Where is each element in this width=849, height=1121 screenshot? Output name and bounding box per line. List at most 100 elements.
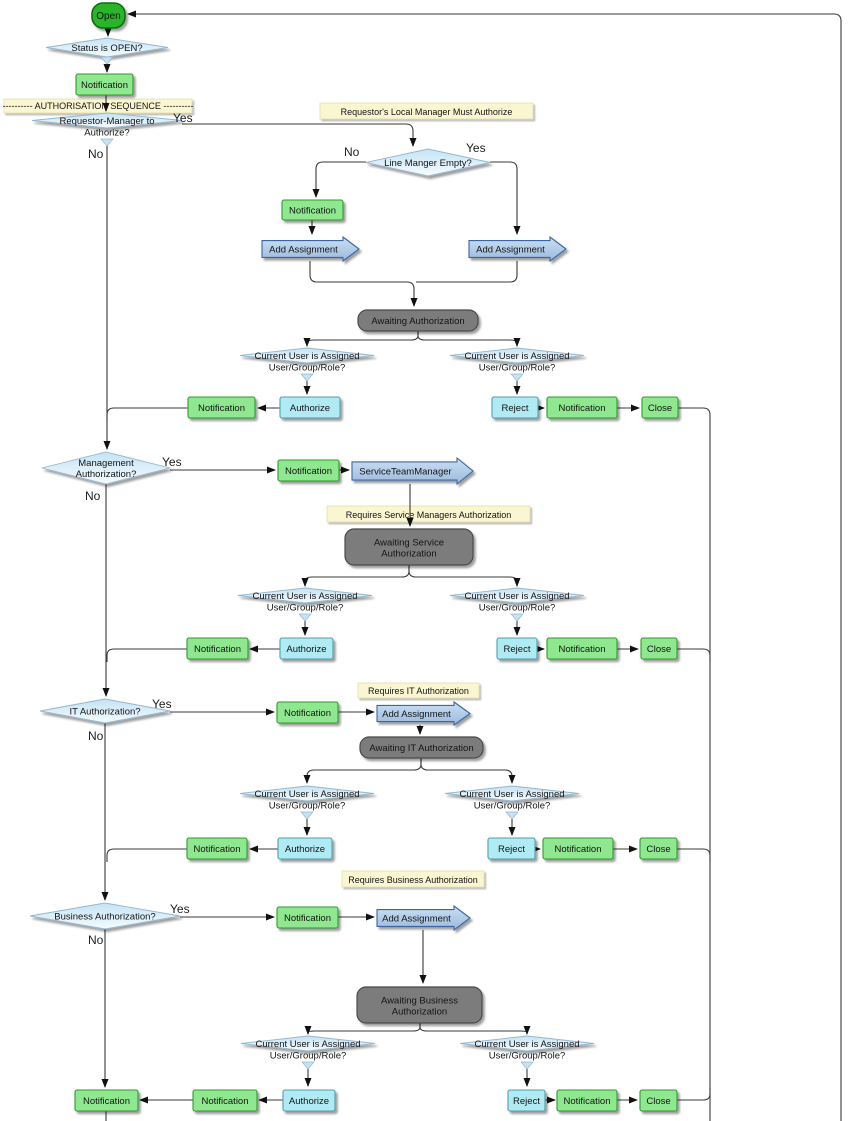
close-business[interactable]: Close — [639, 1089, 678, 1112]
notification-authorize-auth[interactable]: Notification — [187, 396, 256, 419]
action-reject-auth[interactable]: Reject — [491, 396, 539, 419]
note-it[interactable]: Requires IT Authorization — [357, 682, 480, 699]
notification-business[interactable]: Notification — [276, 906, 339, 929]
status-awaiting-it[interactable]: Awaiting IT Authorization — [359, 736, 484, 759]
notification-authorize-service[interactable]: Notification — [186, 637, 249, 660]
note-business[interactable]: Requires Business Authorization — [341, 870, 485, 888]
svg-text:User/Group/Role?: User/Group/Role? — [479, 603, 556, 614]
action-authorize-auth[interactable]: Authorize — [279, 396, 341, 419]
svg-text:Reject: Reject — [498, 844, 525, 855]
svg-text:Notification: Notification — [559, 403, 606, 414]
decision-line-manager[interactable]: Line Manger Empty? — [365, 148, 491, 177]
action-reject-business[interactable]: Reject — [507, 1089, 546, 1112]
svg-text:Business Authorization?: Business Authorization? — [54, 912, 155, 923]
action-authorize-it[interactable]: Authorize — [277, 837, 333, 860]
assignment-it[interactable]: Add Assignment — [376, 700, 471, 727]
notification-management[interactable]: Notification — [277, 459, 340, 482]
action-authorize-business[interactable]: Authorize — [282, 1089, 336, 1112]
start-open[interactable]: Open — [91, 2, 126, 29]
notification-line-manager[interactable]: Notification — [281, 199, 344, 221]
svg-text:Awaiting Authorization: Awaiting Authorization — [371, 316, 464, 327]
notification-authorize-it[interactable]: Notification — [186, 837, 248, 860]
svg-text:Authorize: Authorize — [285, 844, 325, 855]
svg-text:Authorization: Authorization — [392, 1007, 447, 1018]
notification-open[interactable]: Notification — [75, 73, 134, 96]
notification-reject-business[interactable]: Notification — [556, 1089, 618, 1112]
notification-reject-auth[interactable]: Notification — [546, 396, 618, 419]
label-no-requestor-manager: No — [88, 147, 104, 161]
note-authorisation-sequence[interactable]: ---------- AUTHORISATION SEQUENCE ------… — [3, 98, 194, 114]
svg-text:Close: Close — [646, 844, 670, 855]
svg-text:Awaiting Service: Awaiting Service — [374, 538, 444, 549]
edge-awaiting-biz-split-left — [304, 1023, 421, 1035]
close-it[interactable]: Close — [639, 837, 678, 860]
action-reject-service[interactable]: Reject — [496, 637, 538, 660]
decision-it-auth[interactable]: IT Authorization? — [39, 698, 171, 724]
svg-text:Requestor-Manager to: Requestor-Manager to — [59, 116, 154, 127]
svg-text:Add Assignment: Add Assignment — [476, 245, 545, 256]
svg-text:Status is OPEN?: Status is OPEN? — [71, 43, 142, 54]
svg-text:Reject: Reject — [513, 1096, 540, 1107]
edge-reqmgr-yes — [182, 123, 417, 147]
svg-text:Close: Close — [648, 403, 672, 414]
svg-text:User/Group/Role?: User/Group/Role? — [269, 801, 346, 812]
notification-it[interactable]: Notification — [276, 701, 339, 724]
close-auth[interactable]: Close — [641, 396, 679, 419]
svg-text:Authorize: Authorize — [286, 644, 326, 655]
note-local-manager[interactable]: Requestor's Local Manager Must Authorize — [319, 102, 534, 120]
notification-reject-it[interactable]: Notification — [542, 837, 614, 860]
edge-awaiting-service-split-right — [408, 565, 521, 587]
note-service-managers[interactable]: Requires Service Managers Authorization — [326, 505, 531, 523]
svg-text:Authorize?: Authorize? — [84, 128, 129, 139]
svg-text:Notification: Notification — [285, 466, 332, 477]
decision-status-open[interactable]: Status is OPEN? — [45, 37, 169, 65]
edge-linemgr-yes — [490, 161, 521, 235]
close-service[interactable]: Close — [640, 637, 678, 660]
action-reject-it[interactable]: Reject — [487, 837, 536, 860]
assignment-service-team-manager[interactable]: ServiceTeamManager — [351, 456, 474, 486]
svg-text:Awaiting Business: Awaiting Business — [381, 996, 458, 1007]
edge-awaiting-service-split-left — [301, 565, 410, 587]
svg-text:Current User is Assigned: Current User is Assigned — [254, 351, 359, 362]
edge-awaiting-biz-split-right — [419, 1023, 531, 1035]
status-awaiting-authorization[interactable]: Awaiting Authorization — [357, 309, 479, 332]
svg-text:ServiceTeamManager: ServiceTeamManager — [359, 467, 451, 478]
notes-layer: ---------- AUTHORISATION SEQUENCE ------… — [3, 98, 534, 888]
svg-text:Requires Service Managers Auth: Requires Service Managers Authorization — [346, 510, 512, 520]
svg-text:User/Group/Role?: User/Group/Role? — [479, 363, 556, 374]
assignment-business[interactable]: Add Assignment — [376, 904, 471, 932]
notification-final-left[interactable]: Notification — [74, 1089, 139, 1112]
assignment-line-manager-yes[interactable]: Add Assignment — [468, 235, 567, 263]
notification-authorize-business[interactable]: Notification — [192, 1089, 258, 1112]
action-authorize-service[interactable]: Authorize — [279, 637, 334, 660]
svg-text:Open: Open — [96, 11, 120, 22]
svg-text:Current User is Assigned: Current User is Assigned — [255, 1039, 360, 1050]
svg-text:Reject: Reject — [502, 403, 529, 414]
svg-text:Notification: Notification — [194, 644, 241, 655]
svg-text:User/Group/Role?: User/Group/Role? — [269, 363, 346, 374]
notification-reject-service[interactable]: Notification — [546, 637, 618, 660]
label-yes-it: Yes — [152, 697, 172, 711]
label-no-it: No — [88, 729, 104, 743]
assignment-line-manager-no[interactable]: Add Assignment — [261, 235, 360, 263]
svg-text:Current User is Assigned: Current User is Assigned — [474, 1039, 579, 1050]
svg-text:Notification: Notification — [564, 1096, 611, 1107]
decision-business-auth[interactable]: Business Authorization? — [29, 902, 181, 930]
svg-text:User/Group/Role?: User/Group/Role? — [489, 1051, 566, 1062]
svg-text:Notification: Notification — [284, 913, 331, 924]
svg-text:User/Group/Role?: User/Group/Role? — [270, 1051, 347, 1062]
